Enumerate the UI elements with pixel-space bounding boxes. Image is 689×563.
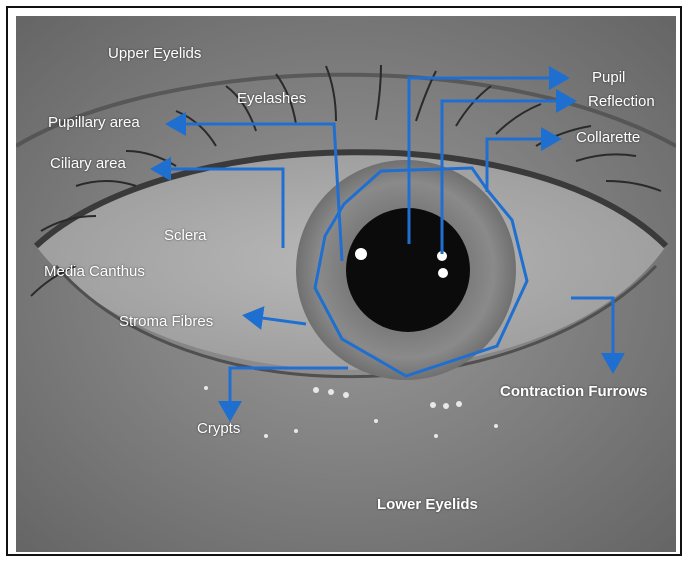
- label-ciliary-area: Ciliary area: [50, 155, 126, 173]
- label-upper-eyelids: Upper Eyelids: [108, 45, 201, 63]
- label-contraction-furrows: Contraction Furrows: [500, 383, 648, 401]
- reflection-dot-3: [438, 268, 448, 278]
- label-pupillary-area: Pupillary area: [48, 114, 140, 132]
- label-reflection: Reflection: [588, 93, 655, 111]
- label-pupil: Pupil: [592, 69, 625, 87]
- reflection-dot-1: [355, 248, 367, 260]
- label-eyelashes: Eyelashes: [237, 90, 306, 108]
- eye-photograph: [16, 16, 676, 552]
- label-media-canthus: Media Canthus: [44, 263, 145, 281]
- label-collarette: Collarette: [576, 129, 640, 147]
- label-sclera: Sclera: [164, 227, 207, 245]
- label-stroma-fibres: Stroma Fibres: [119, 313, 213, 331]
- label-lower-eyelids: Lower Eyelids: [377, 496, 478, 514]
- label-crypts: Crypts: [197, 420, 240, 438]
